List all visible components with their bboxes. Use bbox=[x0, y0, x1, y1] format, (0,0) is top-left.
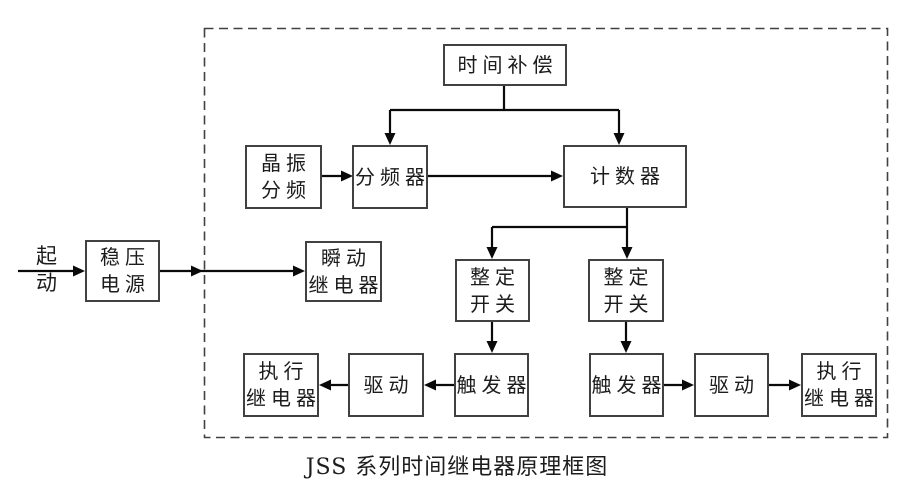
node-regulated-power: 稳压 电源 bbox=[85, 240, 160, 302]
start-label-line2: 动 bbox=[36, 271, 57, 295]
node-crystal-divider: 晶振 分频 bbox=[245, 145, 322, 209]
arrow-power-to-instant-relay bbox=[160, 265, 305, 277]
start-label-line1: 起 bbox=[36, 244, 57, 268]
node-label: 开关 bbox=[603, 291, 654, 316]
node-exec-relay-right: 执行 继电器 bbox=[801, 353, 877, 417]
node-label: 继电器 bbox=[804, 386, 879, 410]
arrow-divider-to-counter bbox=[427, 170, 563, 182]
node-trigger-right: 触发器 bbox=[589, 353, 664, 417]
start-label: 起 动 bbox=[36, 243, 57, 297]
node-label: 继电器 bbox=[308, 272, 384, 297]
node-label: 晶振 bbox=[261, 151, 311, 175]
node-frequency-divider: 分频器 bbox=[352, 145, 428, 209]
node-setting-switch-left: 整定 开关 bbox=[455, 259, 530, 322]
arrow-trigger-right-to-drive-right bbox=[664, 379, 694, 391]
node-label: 驱动 bbox=[709, 372, 759, 397]
node-label: 时间补偿 bbox=[457, 52, 558, 77]
node-label: 触发器 bbox=[591, 372, 667, 397]
arrow-drive-left-to-exec-left bbox=[319, 379, 348, 391]
arrow-counter-split bbox=[486, 207, 633, 259]
diagram-caption: JSS 系列时间继电器原理框图 bbox=[305, 455, 609, 480]
dashed-boundary bbox=[203, 27, 889, 439]
arrow-switch-left-to-trigger-left bbox=[486, 322, 498, 353]
arrow-drive-right-to-exec-right bbox=[769, 379, 801, 391]
arrow-switch-right-to-trigger-right bbox=[620, 322, 632, 353]
arrow-crystal-to-divider bbox=[322, 170, 353, 182]
node-label: 执行 bbox=[258, 359, 309, 383]
node-label: 整定 bbox=[603, 264, 654, 289]
node-label: 计数器 bbox=[590, 164, 665, 188]
arrow-trigger-left-to-drive-left bbox=[424, 379, 454, 391]
node-counter: 计数器 bbox=[563, 145, 687, 208]
node-label: 稳压 bbox=[100, 245, 150, 269]
node-setting-switch-right: 整定 开关 bbox=[588, 259, 664, 322]
node-label: 瞬动 bbox=[321, 245, 371, 270]
node-drive-right: 驱动 bbox=[694, 353, 769, 417]
arrow-start-to-power bbox=[18, 265, 85, 277]
node-trigger-left: 触发器 bbox=[454, 353, 529, 417]
node-label: 整定 bbox=[470, 264, 520, 289]
node-label: 分频器 bbox=[355, 164, 430, 189]
node-label: 开关 bbox=[470, 291, 520, 316]
node-label: 继电器 bbox=[246, 386, 321, 410]
node-time-compensation: 时间补偿 bbox=[443, 44, 567, 86]
arrow-timecomp-split bbox=[384, 85, 625, 145]
node-label: 触发器 bbox=[456, 372, 532, 397]
node-instant-relay: 瞬动 继电器 bbox=[305, 241, 382, 302]
node-drive-left: 驱动 bbox=[348, 353, 424, 417]
node-label: 电源 bbox=[100, 272, 150, 296]
node-label: 执行 bbox=[816, 359, 867, 383]
node-label: 驱动 bbox=[363, 372, 414, 397]
node-label: 分频 bbox=[261, 178, 311, 202]
node-exec-relay-left: 执行 继电器 bbox=[243, 353, 319, 417]
